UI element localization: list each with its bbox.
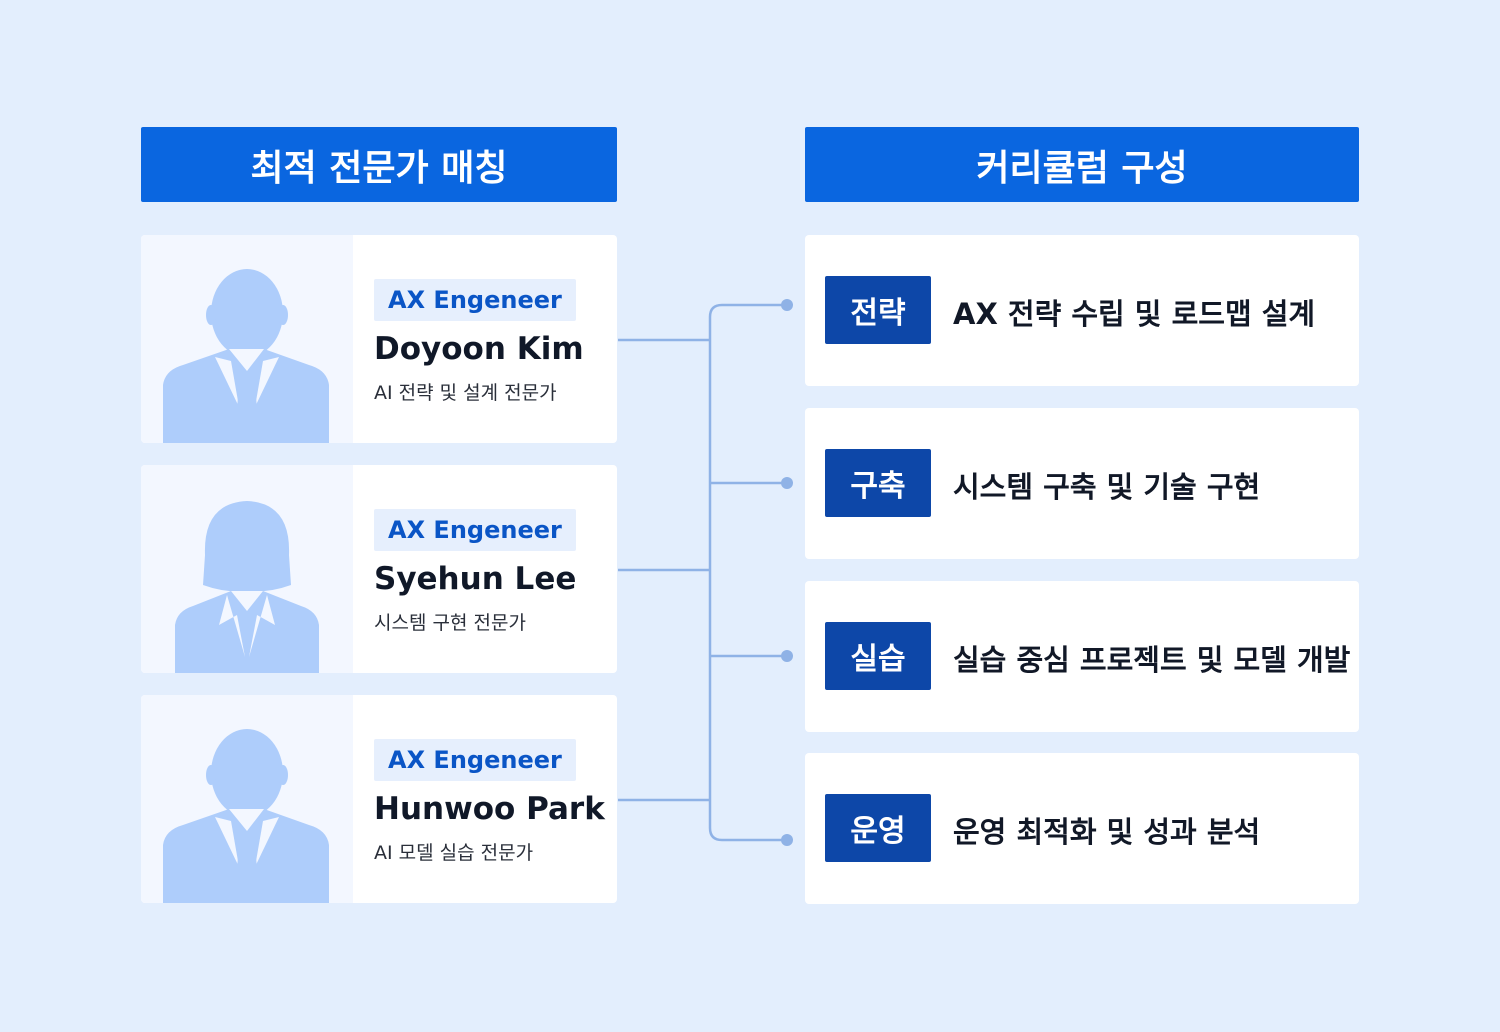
expert-card: AX Engeneer Doyoon Kim AI 전략 및 설계 전문가 [141, 235, 617, 443]
connector-dot-2 [781, 477, 793, 489]
curriculum-text: 운영 최적화 및 성과 분석 [953, 815, 1261, 849]
connector-dot-3 [781, 650, 793, 662]
expert-card: AX Engeneer Syehun Lee 시스템 구현 전문가 [141, 465, 617, 673]
expert-description: AI 전략 및 설계 전문가 [374, 382, 557, 404]
curriculum-card: 구축 시스템 구축 및 기술 구현 [805, 408, 1359, 559]
curriculum-tag: 전략 [825, 276, 931, 344]
expert-name: Doyoon Kim [374, 331, 584, 367]
connector-dot-4 [781, 834, 793, 846]
male-silhouette-icon [163, 269, 329, 443]
role-badge: AX Engeneer [374, 509, 576, 551]
curriculum-card: 운영 운영 최적화 및 성과 분석 [805, 753, 1359, 904]
female-silhouette-icon [175, 501, 319, 673]
connector-trunk [708, 303, 786, 842]
curriculum-text: 시스템 구축 및 기술 구현 [953, 470, 1261, 504]
expert-name: Hunwoo Park [374, 791, 605, 827]
curriculum-tag: 실습 [825, 622, 931, 690]
role-badge: AX Engeneer [374, 279, 576, 321]
avatar-panel [141, 235, 353, 443]
curriculum-card: 전략 AX 전략 수립 및 로드맵 설계 [805, 235, 1359, 386]
curriculum-tag: 운영 [825, 794, 931, 862]
expert-name: Syehun Lee [374, 561, 577, 597]
expert-description: AI 모델 실습 전문가 [374, 842, 534, 864]
expert-card: AX Engeneer Hunwoo Park AI 모델 실습 전문가 [141, 695, 617, 903]
expert-matching-header: 최적 전문가 매칭 [141, 127, 617, 202]
curriculum-tag: 구축 [825, 449, 931, 517]
male-silhouette-icon [163, 729, 329, 903]
curriculum-header: 커리큘럼 구성 [805, 127, 1359, 202]
connector-dot-1 [781, 299, 793, 311]
curriculum-text: 실습 중심 프로젝트 및 모델 개발 [953, 643, 1351, 677]
curriculum-card: 실습 실습 중심 프로젝트 및 모델 개발 [805, 581, 1359, 732]
avatar-panel [141, 695, 353, 903]
expert-description: 시스템 구현 전문가 [374, 612, 526, 634]
role-badge: AX Engeneer [374, 739, 576, 781]
curriculum-text: AX 전략 수립 및 로드맵 설계 [953, 297, 1316, 331]
avatar-panel [141, 465, 353, 673]
